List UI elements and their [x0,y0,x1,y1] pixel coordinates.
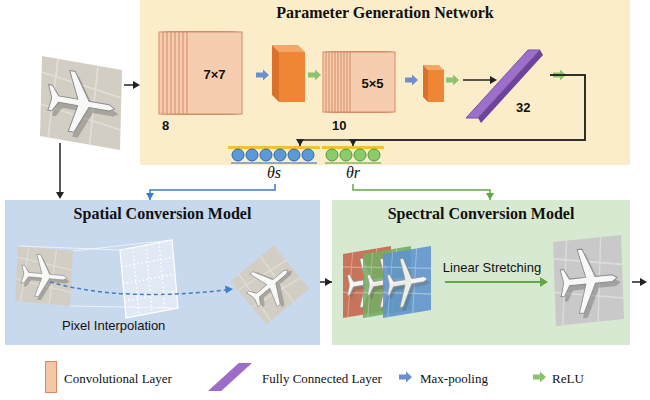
node-label: Parameter Generation Network [276,3,493,22]
text-slot: 5×5 [350,74,395,92]
parameter-vector: θr [322,146,384,184]
node-body-text: Pixel Interpolation [62,318,165,333]
node-label: θr [346,164,360,182]
legend-label: Convolutional Layer [64,371,172,386]
node-label: 7×7 [203,67,225,82]
conv-layer-stack: 5×5 10 [322,46,404,134]
legend-swatch [45,361,57,393]
legend-relu-arrow [533,372,546,383]
connector [146,184,275,200]
input-image [40,56,122,150]
node-label: Spectral Conversion Model [388,204,575,223]
legend-swatch [208,363,252,391]
text-slot: Spectral Conversion Model [332,204,630,223]
fully-connected-layer-shape [462,38,550,128]
text-slot: Spatial Conversion Model [5,204,320,223]
text-slot: Linear Stretching [432,258,552,276]
node-body-text: 10 [332,118,346,133]
legend-label: Max-pooling [420,371,488,386]
text-slot: Fully Connected Layer [262,369,397,387]
connector [353,184,494,200]
conv-layer-stack: 7×7 8 [158,28,258,134]
text-slot: θs [228,164,320,182]
text-slot: Convolutional Layer [64,369,204,387]
legend-label: Fully Connected Layer [262,371,382,386]
text-slot: Max-pooling [420,369,520,387]
node-label: Spatial Conversion Model [74,204,252,223]
text-slot: Parameter Generation Network [140,3,630,22]
text-slot: 7×7 [187,65,242,83]
arrowhead [146,193,154,200]
parameter-vector: θs [228,146,320,184]
spectral-panel: Spectral Conversion ModelLinear Stretchi… [332,200,630,345]
legend-label: ReLU [552,371,584,386]
connector-line [150,184,275,200]
connector-line [353,184,490,200]
node-body-text: 8 [162,118,169,133]
text-slot: 8 [162,116,192,134]
fully-connected-layer: 32 [462,38,550,128]
arrowhead [486,193,494,200]
text-slot: θr [322,164,384,182]
node-label: θs [267,164,281,182]
node-label: 32 [516,100,530,115]
spatial-panel: Spatial Conversion ModelPixel Interpolat… [5,200,320,345]
text-slot: 10 [332,116,362,134]
node-label: 5×5 [361,76,383,91]
network-panel: Parameter Generation Network 7×7 8 5×5 10 32 [140,0,630,165]
text-slot: Pixel Interpolation [62,316,192,334]
connector [320,278,332,286]
text-slot: 32 [516,98,546,116]
connector-line [320,281,332,283]
node-body-text: Linear Stretching [443,260,541,275]
arrowhead [325,278,332,286]
text-slot: ReLU [552,369,632,387]
legend-max-pool-arrow [399,372,412,383]
